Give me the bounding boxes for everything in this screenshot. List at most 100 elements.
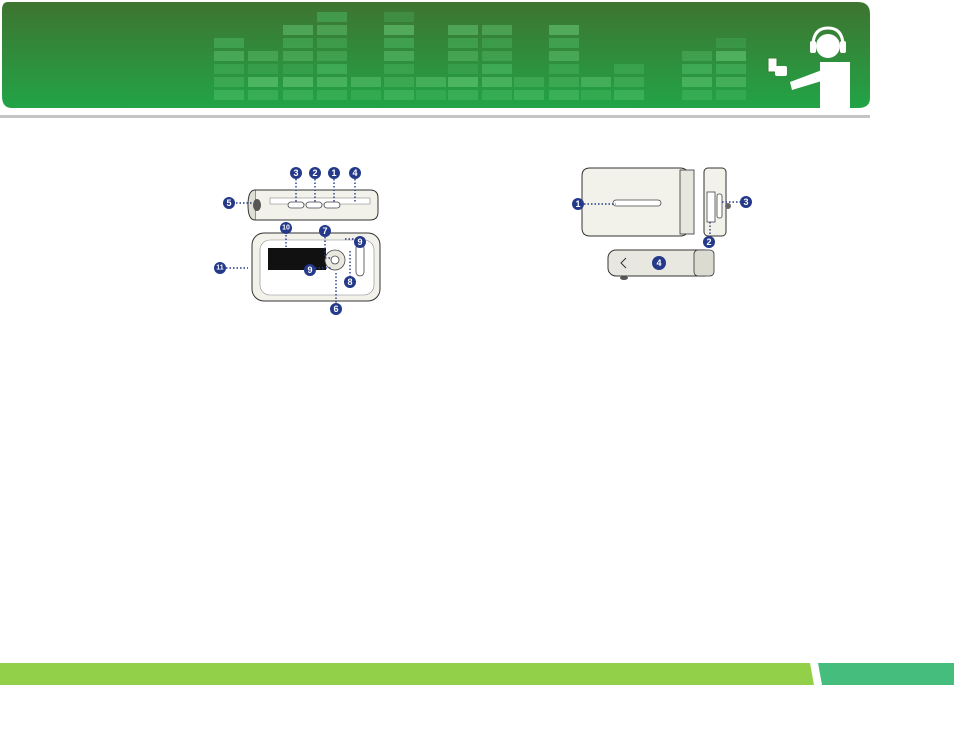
equalizer-segment [384, 25, 414, 35]
equalizer-segment [482, 64, 512, 74]
equalizer-segment [416, 90, 446, 100]
callout-right-4: 4 [652, 256, 666, 270]
svg-text:3: 3 [743, 197, 748, 207]
equalizer-segment [248, 90, 278, 100]
header-divider [0, 115, 870, 118]
equalizer-segment [614, 77, 644, 87]
equalizer-segment [248, 51, 278, 61]
equalizer-segment [214, 77, 244, 87]
svg-text:8: 8 [347, 277, 352, 287]
device-top-view [248, 190, 378, 220]
equalizer-segment [283, 64, 313, 74]
equalizer-segment [482, 90, 512, 100]
equalizer-segment [351, 90, 381, 100]
equalizer-segment [614, 64, 644, 74]
equalizer-segment [384, 12, 414, 22]
svg-text:2: 2 [312, 168, 317, 178]
equalizer-segment [214, 64, 244, 74]
hold-switch [613, 200, 661, 206]
svg-text:10: 10 [282, 225, 290, 232]
equalizer-segment [384, 90, 414, 100]
equalizer-segment [317, 90, 347, 100]
equalizer-segment [549, 90, 579, 100]
equalizer-segment [317, 64, 347, 74]
equalizer-segment [317, 25, 347, 35]
equalizer-segment [214, 90, 244, 100]
equalizer-segment [514, 90, 544, 100]
svg-text:5: 5 [226, 198, 231, 208]
callout-1: 1 [328, 167, 340, 179]
equalizer-segment [716, 77, 746, 87]
equalizer-segment [384, 64, 414, 74]
equalizer-segment [214, 38, 244, 48]
equalizer-segment [482, 51, 512, 61]
svg-text:4: 4 [352, 168, 357, 178]
device-diagram-left: 1 2 3 4 5 6 7 8 9 9 10 11 [210, 160, 400, 320]
equalizer-segment [448, 77, 478, 87]
equalizer-segment [682, 64, 712, 74]
equalizer-segment [416, 77, 446, 87]
equalizer-segment [283, 51, 313, 61]
equalizer-segment [549, 25, 579, 35]
equalizer-segment [581, 77, 611, 87]
callout-9-right: 9 [354, 236, 366, 248]
equalizer-segment [351, 77, 381, 87]
callout-right-3: 3 [740, 196, 752, 208]
equalizer-segment [482, 38, 512, 48]
equalizer-segment [448, 64, 478, 74]
equalizer-segment [549, 77, 579, 87]
equalizer-segment [384, 51, 414, 61]
equalizer-segment [614, 90, 644, 100]
equalizer-segment [283, 90, 313, 100]
callout-8: 8 [344, 276, 356, 288]
equalizer-segment [283, 38, 313, 48]
equalizer-segment [214, 51, 244, 61]
equalizer-segment [716, 38, 746, 48]
callout-10: 10 [280, 222, 292, 234]
equalizer-segment [549, 38, 579, 48]
equalizer-segment [448, 25, 478, 35]
svg-text:3: 3 [293, 168, 298, 178]
callout-6: 6 [330, 303, 342, 315]
equalizer-segment [448, 51, 478, 61]
equalizer-segment [716, 51, 746, 61]
equalizer-segment [384, 38, 414, 48]
equalizer-segment [716, 64, 746, 74]
callout-right-1: 1 [572, 198, 584, 210]
header-banner [0, 0, 954, 115]
device-side-view [582, 168, 694, 236]
svg-text:4: 4 [656, 258, 661, 268]
equalizer-segment [283, 77, 313, 87]
svg-text:2: 2 [706, 237, 711, 247]
equalizer-segment [317, 51, 347, 61]
display-screen [268, 248, 326, 270]
callout-11: 11 [214, 262, 226, 274]
callout-4: 4 [349, 167, 361, 179]
equalizer-segment [448, 38, 478, 48]
equalizer-segment [384, 77, 414, 87]
equalizer-segment [317, 12, 347, 22]
equalizer-segment [716, 90, 746, 100]
svg-text:11: 11 [216, 265, 224, 272]
device-diagram-right: 1 2 3 4 [568, 160, 768, 290]
equalizer-segment [682, 77, 712, 87]
equalizer-segment [482, 25, 512, 35]
equalizer-segment [317, 38, 347, 48]
equalizer-segment [549, 51, 579, 61]
callout-9-left: 9 [304, 264, 316, 276]
callout-2: 2 [309, 167, 321, 179]
svg-text:9: 9 [307, 265, 312, 275]
equalizer-segment [248, 64, 278, 74]
footer-bar [0, 663, 954, 685]
svg-text:6: 6 [333, 304, 338, 314]
equalizer-segment [317, 77, 347, 87]
callout-right-2: 2 [703, 236, 715, 248]
equalizer-segment [448, 90, 478, 100]
equalizer-segment [682, 90, 712, 100]
callout-5: 5 [223, 197, 235, 209]
equalizer-segment [682, 51, 712, 61]
callout-7: 7 [319, 225, 331, 237]
equalizer-segment [248, 77, 278, 87]
svg-text:1: 1 [331, 168, 336, 178]
callout-3: 3 [290, 167, 302, 179]
